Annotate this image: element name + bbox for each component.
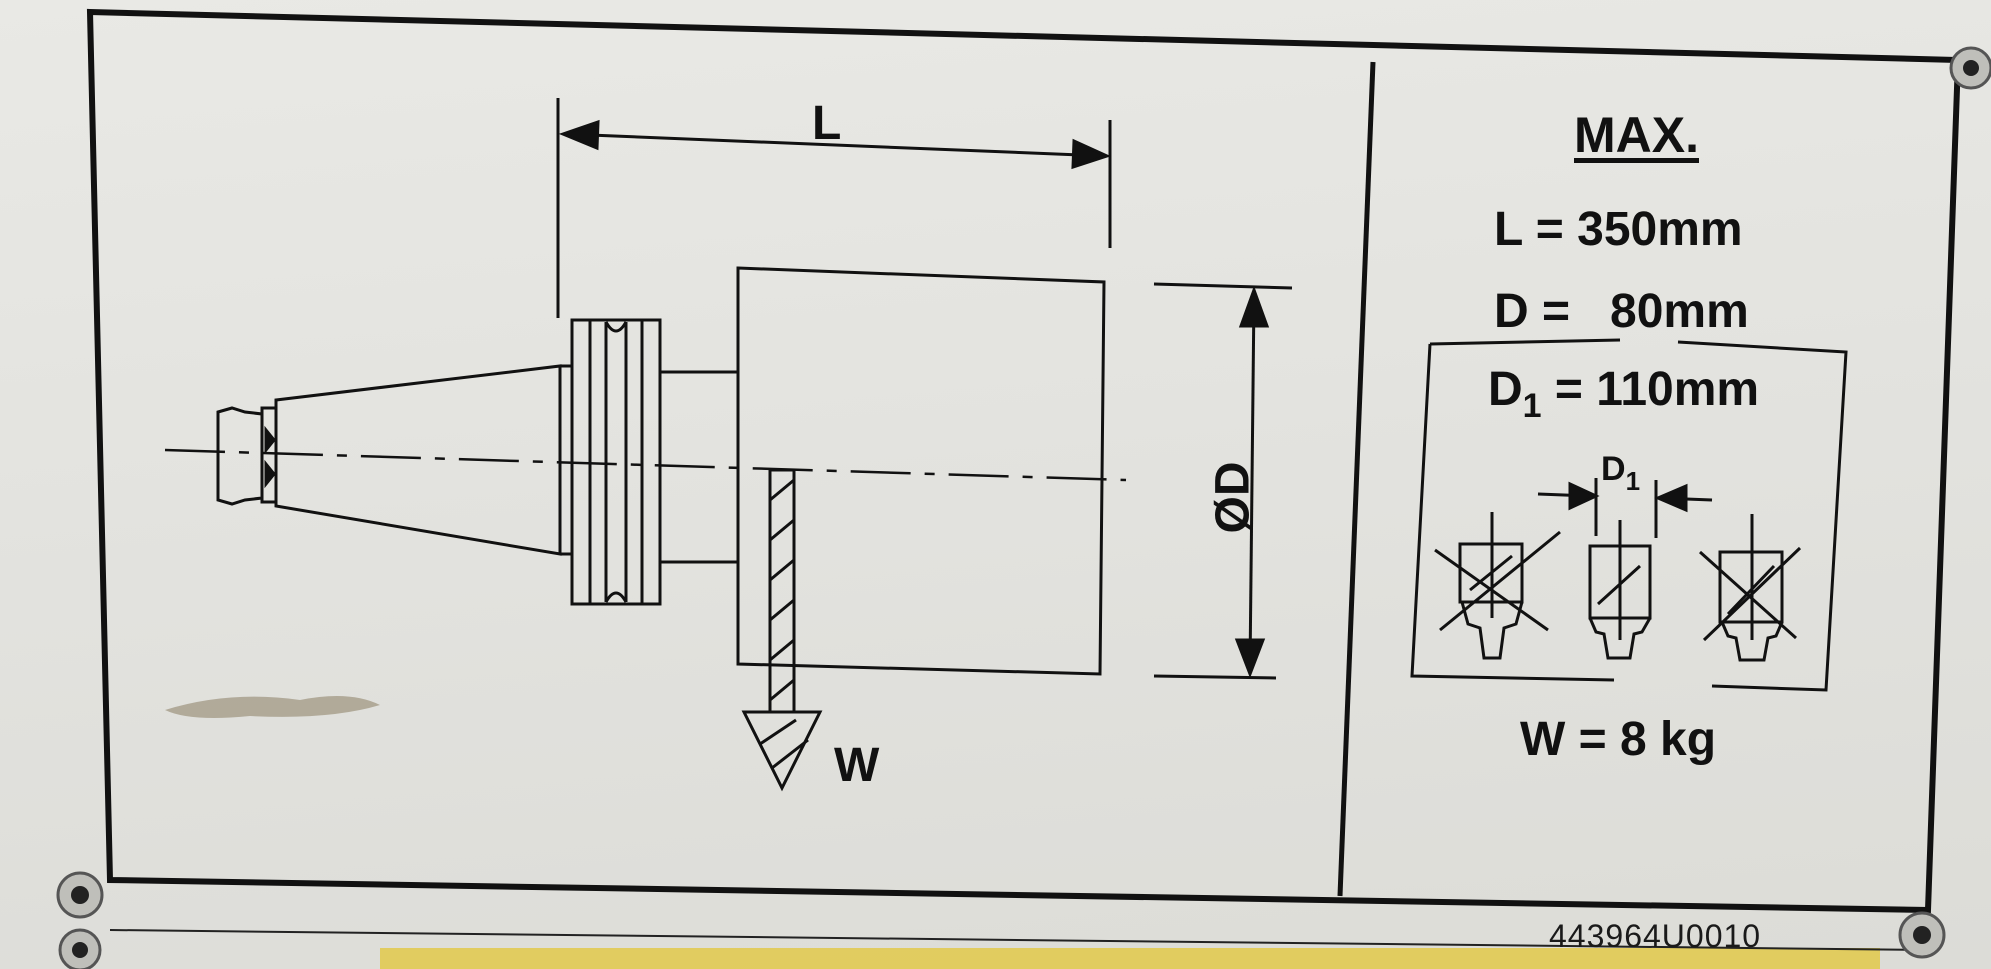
diameter-dimension <box>1153 282 1293 680</box>
length-dimension <box>556 98 1112 318</box>
screw-bottom-left <box>56 871 104 919</box>
stain <box>165 696 380 718</box>
screw-bottom-left-2 <box>58 928 102 969</box>
d1-dimension <box>1537 478 1713 538</box>
detail-d1-label: D1 <box>1601 450 1640 496</box>
length-label: L <box>812 97 842 150</box>
diameter-label: ØD <box>1206 461 1260 534</box>
detail-d1-subscript: 1 <box>1625 466 1641 496</box>
serial-strip-line <box>109 929 1931 951</box>
centerline <box>164 448 1127 482</box>
weight-bar <box>768 468 796 712</box>
serial-number: 443964U0010 <box>1549 918 1762 954</box>
section-divider <box>1337 61 1376 897</box>
spec-weight: W = 8 kg <box>1520 713 1717 766</box>
pull-stud <box>216 406 278 506</box>
spec-d1-value: = 110mm <box>1541 363 1760 416</box>
yellow-marking <box>380 948 1880 969</box>
max-title: MAX. <box>1574 107 1699 163</box>
tool-right-crossed <box>1698 514 1802 662</box>
weight-label: W <box>834 739 880 792</box>
spec-length: L = 350mm <box>1494 203 1743 256</box>
tool-center-valid <box>1588 520 1652 660</box>
screw-top-right <box>1949 46 1991 90</box>
tool-left-crossed <box>1434 512 1561 660</box>
detail-frame <box>1410 338 1848 692</box>
spec-d1-prefix: D <box>1488 363 1523 416</box>
tool-body <box>736 266 1106 676</box>
spec-diameter: D = 80mm <box>1494 285 1749 338</box>
spec-d1-subscript: 1 <box>1522 387 1542 425</box>
shank <box>660 370 738 564</box>
outer-border <box>86 8 1962 914</box>
detail-d1-letter: D <box>1601 450 1626 488</box>
weight-arrow <box>741 710 823 792</box>
flange <box>560 318 662 606</box>
spec-d1: D1 = 110mm <box>1488 362 1760 425</box>
screw-bottom-right <box>1898 911 1946 959</box>
